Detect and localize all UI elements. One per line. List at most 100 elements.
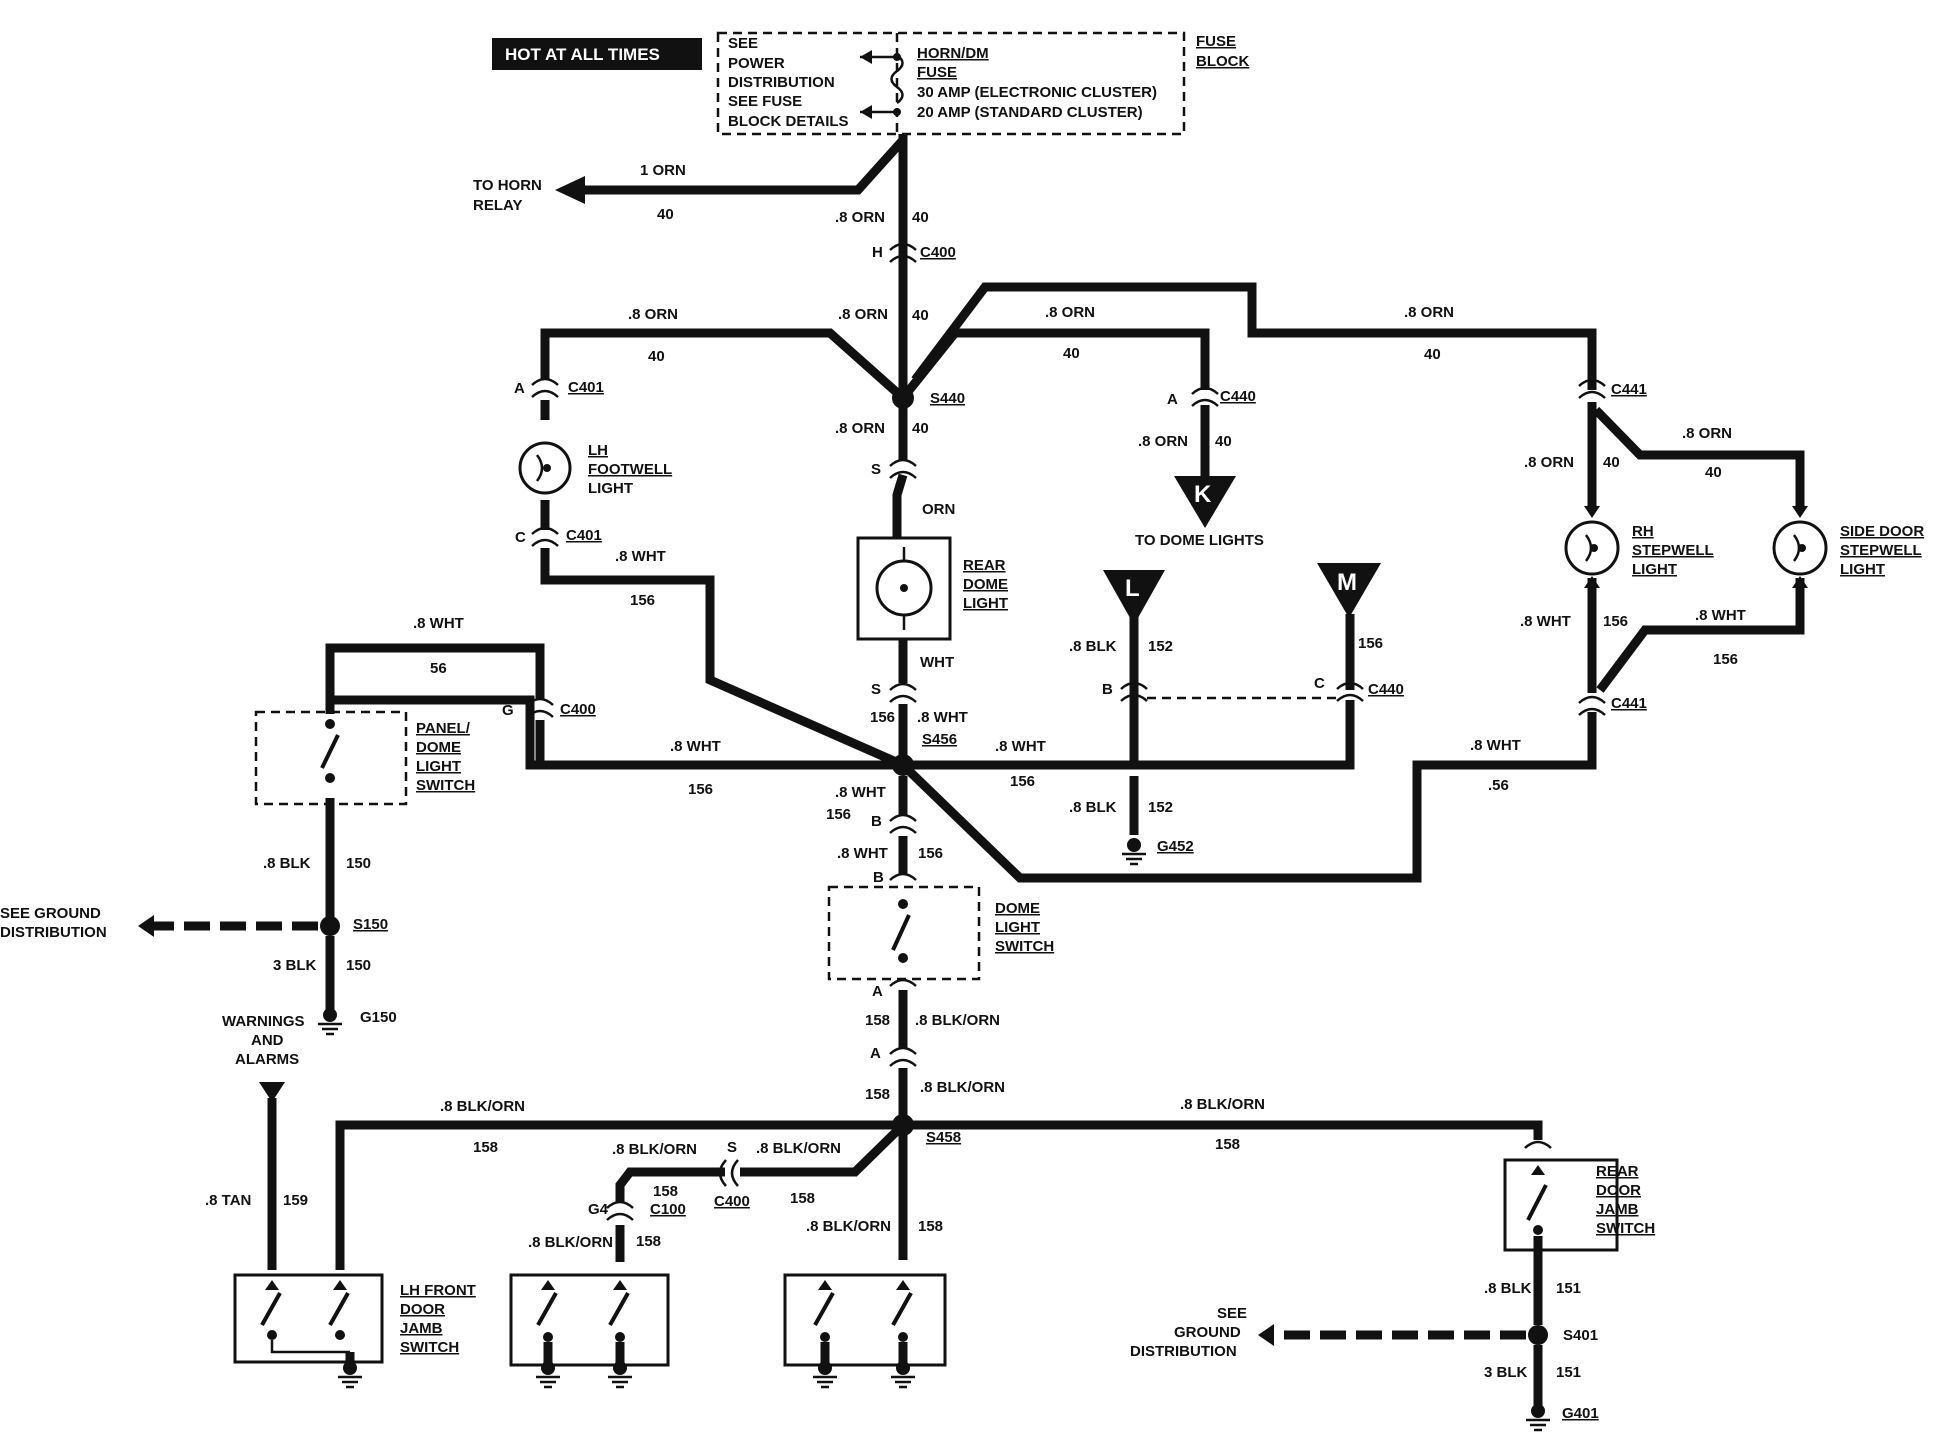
horn-relay-arrow: TO HORN RELAY 1 ORN 40 [473, 162, 686, 223]
svg-text:SWITCH: SWITCH [400, 1339, 459, 1356]
svg-text:.8 BLK/ORN: .8 BLK/ORN [806, 1218, 891, 1235]
svg-text:156: 156 [826, 806, 851, 823]
svg-text:40: 40 [1424, 346, 1441, 363]
svg-text:SWITCH: SWITCH [1596, 1220, 1655, 1237]
svg-text:B: B [1102, 681, 1113, 698]
svg-text:.8 ORN: .8 ORN [1138, 433, 1188, 450]
s458-branches: .8 BLK/ORN 158 .8 BLK/ORN 158 .8 BLK/ORN… [335, 1096, 1543, 1270]
svg-text:C440: C440 [1220, 388, 1256, 405]
svg-text:.8 ORN: .8 ORN [628, 306, 678, 323]
svg-text:40: 40 [657, 206, 674, 223]
svg-text:B: B [871, 813, 882, 830]
connector-s-s456: S 156 .8 WHT [870, 681, 968, 726]
svg-text:STEPWELL: STEPWELL [1840, 542, 1922, 559]
svg-text:SEE GROUND: SEE GROUND [0, 905, 101, 922]
s456-right-wires: .8 WHT 156 .8 WHT .56 [899, 628, 1597, 883]
svg-text:158: 158 [473, 1139, 498, 1156]
svg-text:151: 151 [1556, 1364, 1581, 1381]
svg-text:151: 151 [1556, 1280, 1581, 1297]
svg-text:GROUND: GROUND [1174, 1324, 1241, 1341]
svg-text:150: 150 [346, 855, 371, 872]
svg-text:158: 158 [790, 1190, 815, 1207]
svg-text:JAMB: JAMB [1596, 1201, 1639, 1218]
svg-text:PANEL/: PANEL/ [416, 720, 471, 737]
svg-text:C441: C441 [1611, 695, 1647, 712]
svg-text:G452: G452 [1157, 838, 1194, 855]
svg-text:40: 40 [912, 307, 929, 324]
svg-text:.8 WHT: .8 WHT [837, 845, 888, 862]
svg-text:S440: S440 [930, 390, 965, 407]
svg-text:S: S [871, 681, 881, 698]
svg-text:156: 156 [630, 592, 655, 609]
svg-text:S: S [727, 1139, 737, 1156]
svg-text:156: 156 [1713, 651, 1738, 668]
splice-s150: S150 SEE GROUND DISTRIBUTION 3 BLK 150 [0, 905, 388, 1012]
svg-text:.8 ORN: .8 ORN [838, 306, 888, 323]
svg-text:156: 156 [1358, 635, 1383, 652]
svg-text:40: 40 [1215, 433, 1232, 450]
svg-text:156: 156 [918, 845, 943, 862]
svg-text:40: 40 [648, 348, 665, 365]
stepwell-branch: C441 C441 .8 ORN 40 .8 ORN 40 .8 WHT 156… [1520, 378, 1805, 716]
wire-labels-top: .8 ORN 40 .8 ORN 40 .8 ORN 40 .8 ORN 40 … [628, 209, 1454, 518]
svg-text:SWITCH: SWITCH [995, 938, 1054, 955]
svg-text:156: 156 [688, 781, 713, 798]
connector-s-rear-dome: S [871, 458, 917, 479]
svg-text:JAMB: JAMB [400, 1320, 443, 1337]
svg-text:A: A [872, 983, 883, 1000]
svg-text:REAR: REAR [963, 557, 1006, 574]
svg-text:.8 BLK: .8 BLK [1069, 799, 1117, 816]
svg-text:LIGHT: LIGHT [995, 919, 1040, 936]
svg-text:56: 56 [430, 660, 447, 677]
svg-text:.8 ORN: .8 ORN [1682, 425, 1732, 442]
svg-text:.8 WHT: .8 WHT [995, 738, 1046, 755]
svg-text:.8 BLK/ORN: .8 BLK/ORN [528, 1234, 613, 1251]
svg-text:158: 158 [918, 1218, 943, 1235]
svg-text:LH: LH [588, 442, 608, 459]
label-wht: WHT [920, 654, 954, 671]
svg-text:RH: RH [1632, 523, 1654, 540]
svg-text:.8 WHT: .8 WHT [1695, 607, 1746, 624]
svg-text:C400: C400 [560, 701, 596, 718]
svg-text:.8 WHT: .8 WHT [1520, 613, 1571, 630]
svg-text:158: 158 [865, 1012, 890, 1029]
svg-text:C440: C440 [1368, 681, 1404, 698]
svg-text:HORN/DM: HORN/DM [917, 45, 989, 62]
svg-text:.8 BLK/ORN: .8 BLK/ORN [920, 1079, 1005, 1096]
svg-text:.8 BLK/ORN: .8 BLK/ORN [756, 1140, 841, 1157]
svg-text:40: 40 [1063, 345, 1080, 362]
connector-c400-h: H C400 [872, 242, 956, 263]
svg-text:DOOR: DOOR [400, 1301, 445, 1318]
svg-text:.8 TAN: .8 TAN [205, 1192, 251, 1209]
svg-text:.8 WHT: .8 WHT [670, 738, 721, 755]
offpage-k-to-dome-lights: A C440 K TO DOME LIGHTS [1135, 386, 1264, 549]
main-feed-wires [540, 134, 1597, 538]
svg-text:158: 158 [653, 1183, 678, 1200]
svg-text:RELAY: RELAY [473, 197, 522, 214]
svg-text:20 AMP (STANDARD CLUSTER): 20 AMP (STANDARD CLUSTER) [917, 104, 1143, 121]
svg-text:150: 150 [346, 957, 371, 974]
svg-text:3 BLK: 3 BLK [273, 957, 317, 974]
svg-text:TO DOME LIGHTS: TO DOME LIGHTS [1135, 532, 1264, 549]
svg-text:LIGHT: LIGHT [1840, 561, 1885, 578]
dome-light-switch: DOME LIGHT SWITCH [827, 885, 1054, 981]
lh-footwell-branch: A C401 C C401 .8 WHT 156 [514, 377, 905, 770]
svg-text:REAR: REAR [1596, 1163, 1639, 1180]
svg-text:POWER: POWER [728, 55, 785, 72]
svg-text:.8 ORN: .8 ORN [1524, 454, 1574, 471]
svg-text:40: 40 [1603, 454, 1620, 471]
svg-text:SIDE DOOR: SIDE DOOR [1840, 523, 1924, 540]
svg-text:152: 152 [1148, 638, 1173, 655]
svg-text:.8 BLK/ORN: .8 BLK/ORN [1180, 1096, 1265, 1113]
svg-text:G401: G401 [1562, 1405, 1599, 1422]
svg-text:LIGHT: LIGHT [416, 758, 461, 775]
svg-text:SWITCH: SWITCH [416, 777, 475, 794]
connector-c100-g4: G4 C100 [588, 1200, 686, 1221]
svg-text:LIGHT: LIGHT [963, 595, 1008, 612]
rear-door-jamb-switch: REAR DOOR JAMB SWITCH .8 BLK 151 [1484, 1140, 1655, 1325]
rh-stepwell-light: RH STEPWELL LIGHT [1564, 506, 1714, 588]
warnings-and-alarms: WARNINGS AND ALARMS .8 TAN 159 [205, 1013, 308, 1270]
offpage-l: L .8 BLK 152 [1069, 570, 1173, 655]
svg-text:C400: C400 [920, 244, 956, 261]
svg-text:152: 152 [1148, 799, 1173, 816]
